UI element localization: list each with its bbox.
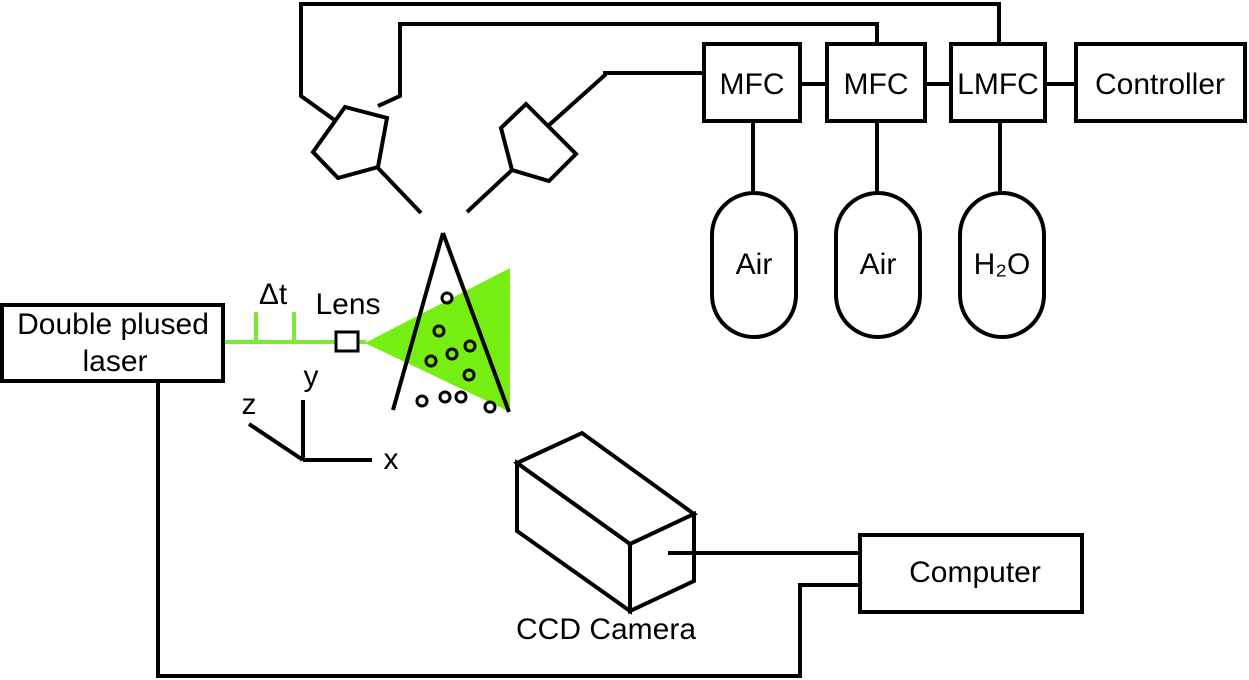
tubing-lines [299, 2, 1076, 193]
droplet [415, 394, 429, 408]
droplet [438, 390, 452, 404]
mfc-label-2: MFC [844, 68, 909, 101]
z-axis-label: z [242, 388, 257, 421]
droplet [445, 347, 459, 361]
spray-cone [391, 232, 511, 413]
right-nozzle [465, 101, 579, 214]
laser-box: Double plused laser [0, 303, 225, 383]
y-axis-label: y [304, 360, 319, 393]
droplet [463, 339, 477, 353]
left-nozzle [310, 104, 423, 215]
lens-label: Lens [315, 288, 380, 321]
x-axis-label: x [384, 443, 399, 476]
droplet [424, 354, 438, 368]
mfc-box-2: MFC [825, 42, 927, 123]
controller-box: Controller [1074, 42, 1247, 123]
ccd-camera-label: CCD Camera [516, 613, 696, 646]
lmfc-label: LMFC [957, 68, 1039, 101]
lens [334, 330, 360, 353]
droplet [483, 400, 497, 414]
droplet [440, 291, 454, 305]
controller-label: Controller [1095, 68, 1225, 101]
coordinate-axes: x y z [242, 360, 399, 476]
delta-t-label: Δt [259, 278, 288, 311]
signal-cables [156, 381, 860, 678]
mfc-label-1: MFC [720, 68, 785, 101]
lmfc-box: LMFC [949, 42, 1047, 123]
laser-label-line1: Double plused [17, 308, 209, 341]
air-tank-label-2: Air [860, 248, 897, 281]
laser-sheet [365, 268, 510, 412]
air-tank-2: Air [834, 191, 922, 339]
computer-label: Computer [909, 556, 1041, 589]
water-tank-label: H₂O [974, 248, 1031, 281]
computer-box: Computer [858, 533, 1084, 614]
mfc-box-1: MFC [702, 42, 802, 123]
droplet [462, 368, 476, 382]
air-tank-label-1: Air [736, 248, 773, 281]
droplet [432, 324, 446, 338]
droplet [454, 390, 468, 404]
water-tank: H₂O [958, 191, 1046, 339]
ccd-camera: CCD Camera [513, 430, 698, 646]
air-tank-1: Air [710, 191, 798, 339]
laser-label-line2: laser [82, 345, 147, 378]
laser-light-sheet [365, 268, 510, 412]
droplets [415, 291, 497, 414]
